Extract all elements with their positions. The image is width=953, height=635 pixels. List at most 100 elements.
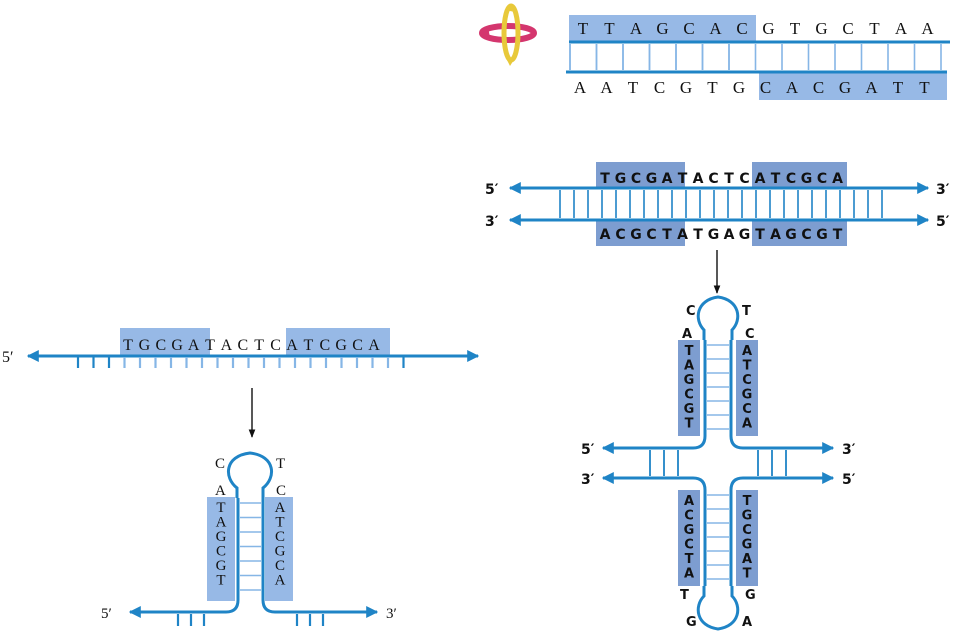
base-letter: C (842, 19, 853, 38)
loop-base: C (686, 304, 696, 319)
base-letter: A (832, 171, 843, 187)
base-pair-rungs (559, 190, 883, 218)
stem-base: C (684, 388, 694, 403)
base-letter: G (762, 19, 774, 38)
stem-base: A (742, 552, 752, 567)
loop-base: C (215, 456, 225, 472)
base-letter: A (693, 171, 704, 187)
base-letter: A (630, 19, 643, 38)
three-prime-label: 3′ (485, 214, 499, 230)
base-letter: A (709, 19, 722, 38)
base-letter: C (739, 171, 749, 187)
base-letter: T (578, 19, 589, 38)
base-letter: C (319, 337, 330, 354)
base-letter: T (604, 19, 615, 38)
base-letter: T (678, 171, 688, 187)
base-letter: C (760, 78, 771, 97)
stem-base: A (215, 483, 226, 499)
stem-base: C (684, 538, 694, 553)
stem-base: C (275, 558, 285, 574)
three-prime-label: 3′ (386, 606, 397, 622)
lower-loop (696, 586, 740, 631)
stem-base: T (275, 515, 284, 531)
base-letter: T (123, 337, 133, 354)
base-letter: G (785, 227, 797, 243)
stem-base: T (743, 494, 752, 509)
stem-base: T (685, 417, 694, 432)
base-letter: A (770, 227, 781, 243)
stem-base: G (684, 523, 695, 538)
base-letter: G (630, 227, 642, 243)
base-letter: C (683, 19, 694, 38)
stem-base: A (275, 573, 286, 589)
base-letter: A (600, 227, 611, 243)
base-letter: G (739, 227, 751, 243)
hairpin-5prime-tail (128, 599, 240, 618)
base-letter: A (677, 227, 688, 243)
stem-base: A (742, 417, 752, 432)
base-letter: A (221, 337, 233, 354)
base-letter: C (631, 171, 641, 187)
base-letter: G (733, 78, 745, 97)
base-letter: T (205, 337, 215, 354)
base-letter: T (254, 337, 264, 354)
stem-base: C (276, 483, 286, 499)
stem-pairs (649, 344, 787, 580)
base-stubs (76, 357, 405, 368)
base-letter: T (755, 227, 765, 243)
loop-base: T (742, 304, 751, 319)
stem-base: G (216, 529, 227, 545)
five-prime-label: 5′ (842, 472, 856, 488)
base-letter: A (786, 78, 799, 97)
base-letter: G (139, 337, 151, 354)
base-letter: A (662, 171, 673, 187)
base-letter: A (574, 78, 587, 97)
stem-box-upper-left (678, 340, 700, 436)
base-letter: A (188, 337, 200, 354)
loop-base: G (686, 615, 697, 630)
base-letter: C (155, 337, 166, 354)
stem-base: A (684, 494, 694, 509)
base-letter: T (600, 171, 610, 187)
five-prime-label: 5′ (936, 214, 950, 230)
stem-base: C (684, 509, 694, 524)
base-letter: T (833, 227, 843, 243)
base-letter: G (680, 78, 692, 97)
stem-box-upper-right (736, 340, 758, 436)
stem-base: C (742, 523, 752, 538)
base-letter: A (368, 337, 380, 354)
base-letter: C (801, 227, 811, 243)
base-letter: G (615, 171, 627, 187)
base-letter: G (646, 171, 658, 187)
base-letter: A (895, 19, 908, 38)
stem-base: C (275, 529, 285, 545)
base-letter: C (708, 171, 718, 187)
base-letter: A (600, 78, 613, 97)
arm-strand (601, 472, 707, 491)
stem-base: T (743, 359, 752, 374)
base-letter: T (707, 78, 718, 97)
base-letter: G (815, 19, 827, 38)
base-letter: A (286, 337, 298, 354)
five-prime-label: 5′ (101, 606, 112, 622)
base-letter: G (171, 337, 183, 354)
base-letter: G (708, 227, 720, 243)
base-letter: G (656, 19, 668, 38)
stem-base: G (684, 373, 695, 388)
rotation-symmetry-icon (479, 3, 537, 66)
stem-base: G (745, 588, 756, 603)
base-letter: T (869, 19, 880, 38)
stem-base: A (742, 344, 752, 359)
stem-base: C (742, 373, 752, 388)
base-letter: C (813, 78, 824, 97)
base-letter: T (790, 19, 801, 38)
stem-box-right (265, 497, 293, 601)
hairpin-3prime-tail (261, 599, 379, 618)
stem-base: G (275, 544, 286, 560)
base-letter: C (270, 337, 281, 354)
upper-loop (696, 295, 740, 340)
